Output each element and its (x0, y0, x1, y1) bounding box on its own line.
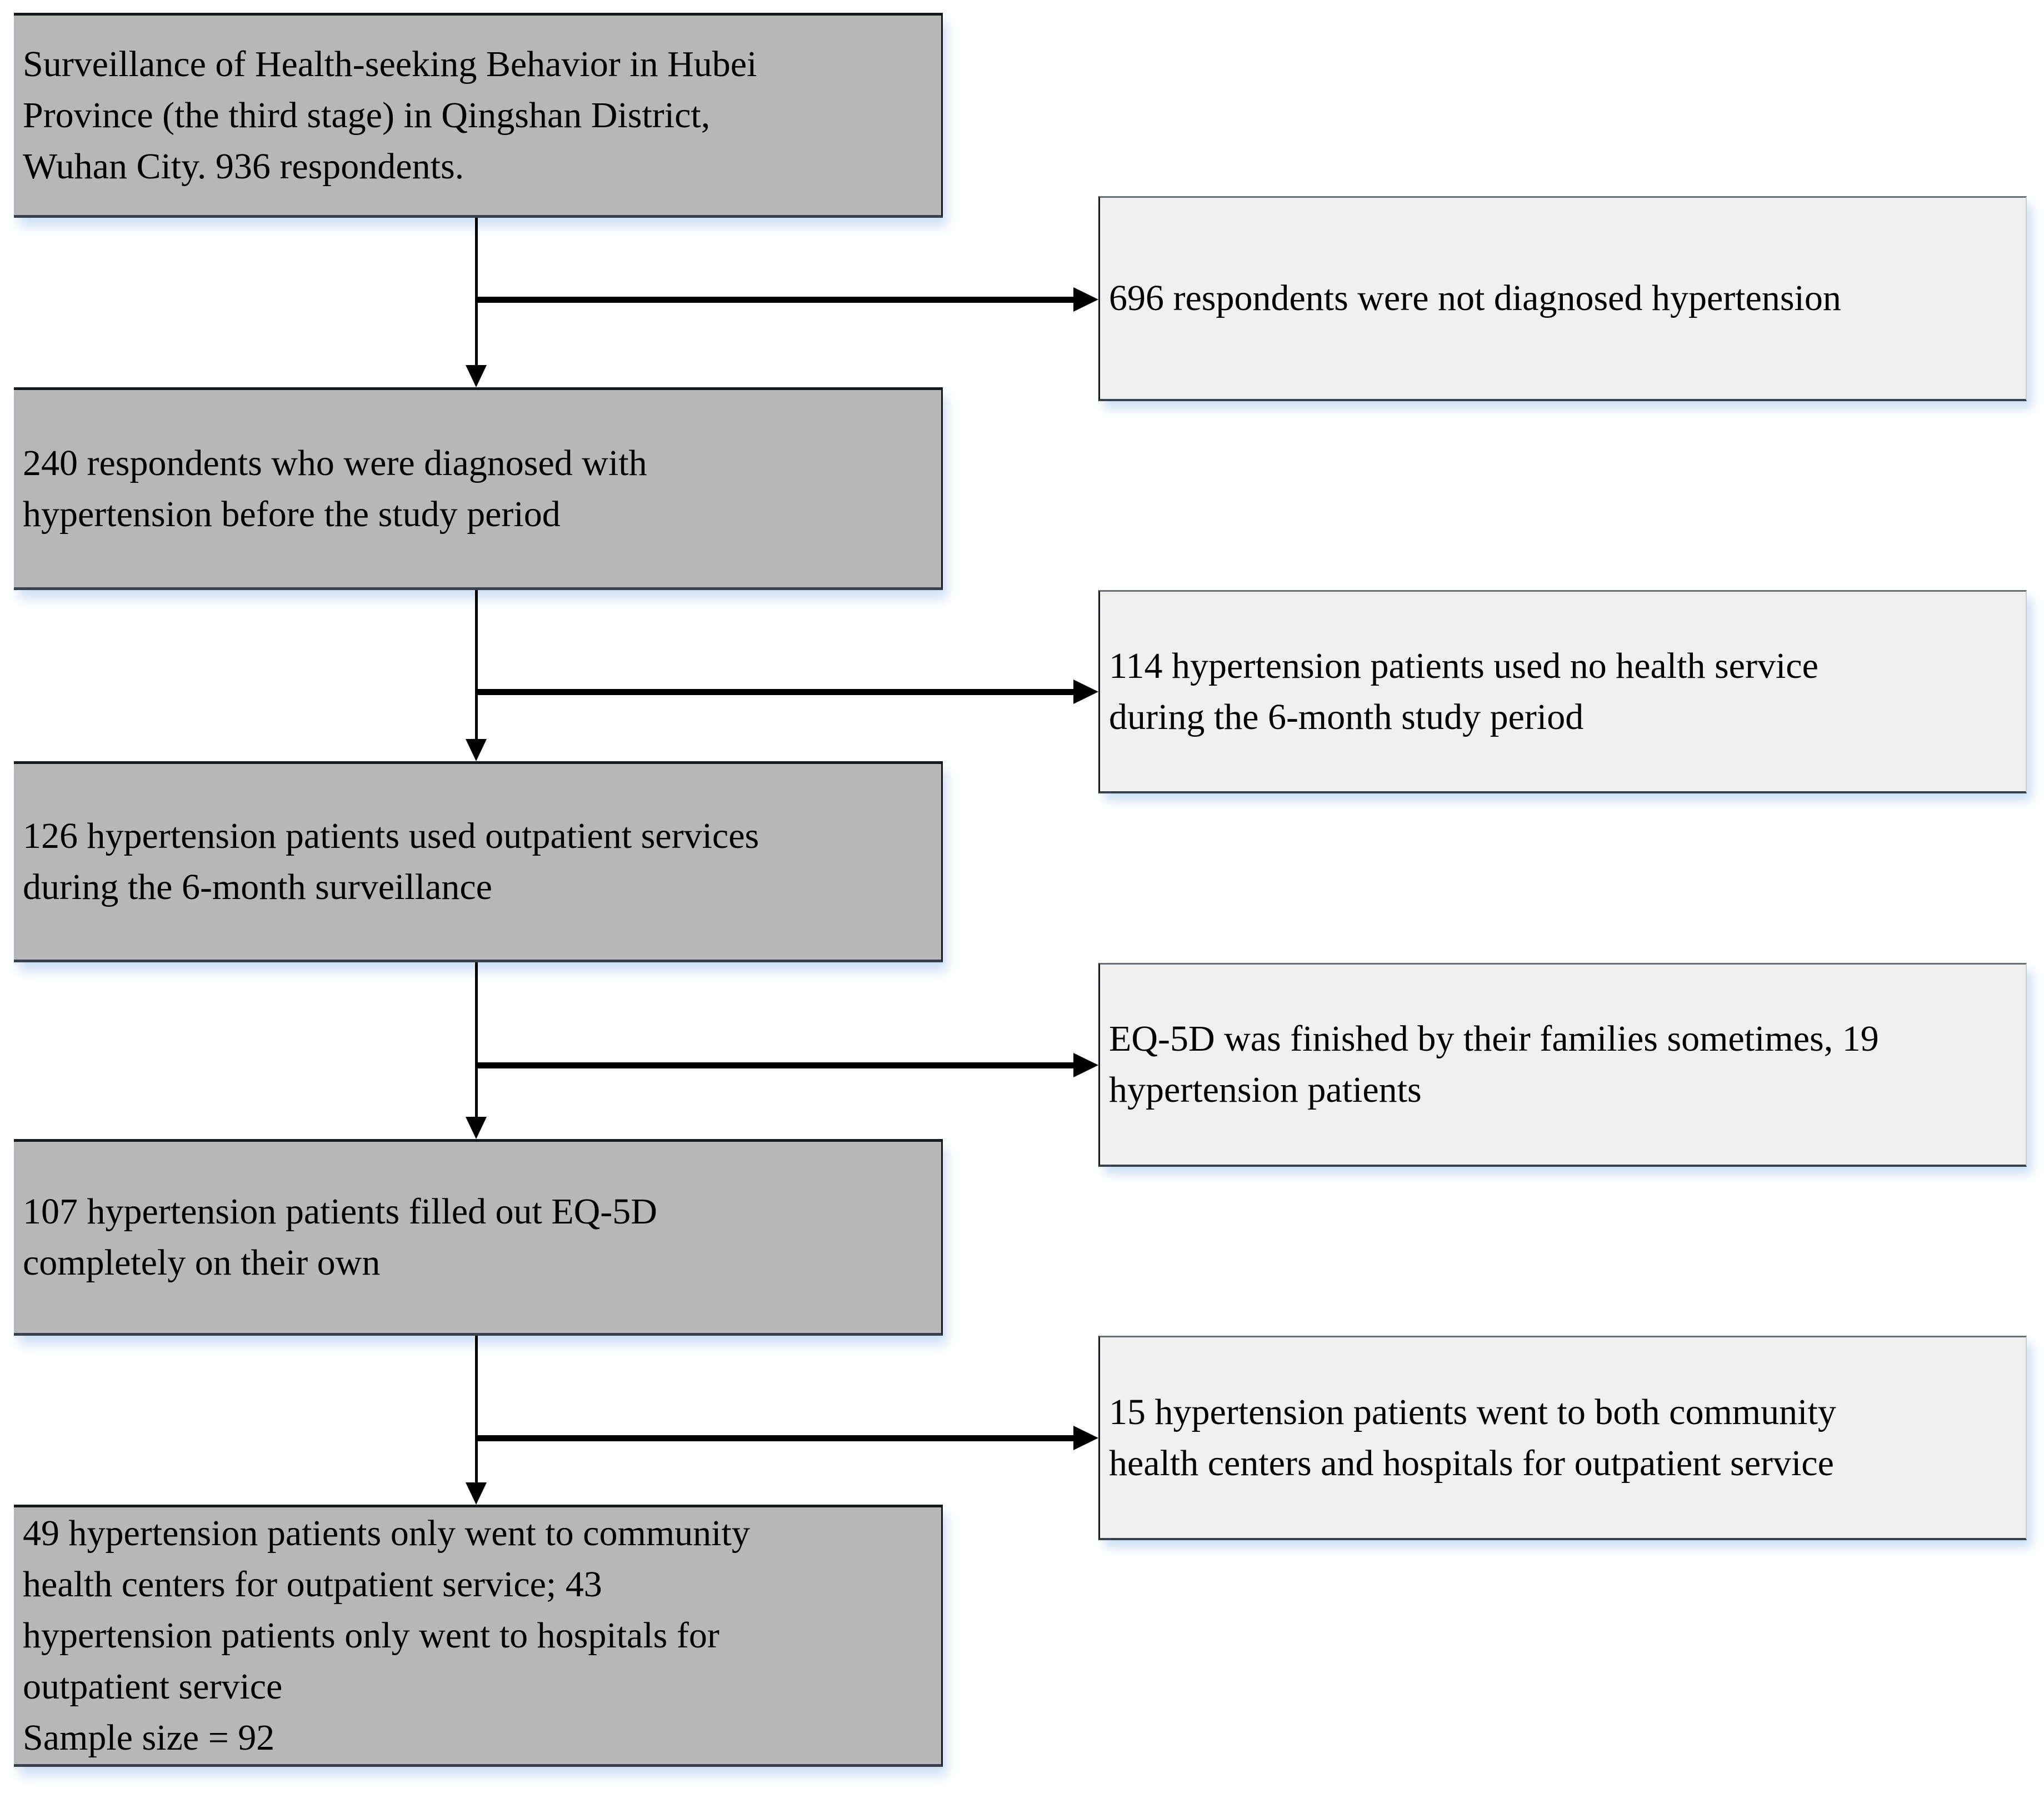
box-family-eq5d-19: EQ-5D was finished by their families som… (1098, 963, 2027, 1167)
right-arrowhead-icon (1073, 1426, 1098, 1450)
right-arrowhead-icon (1073, 287, 1098, 312)
box-no-service-114: 114 hypertension patients used no health… (1098, 590, 2027, 793)
box-excluded-696: 696 respondents were not diagnosed hyper… (1098, 196, 2027, 401)
down-arrowhead-icon (466, 365, 487, 387)
box-both-services-15: 15 hypertension patients went to both co… (1098, 1336, 2027, 1540)
down-arrowhead-icon (466, 739, 487, 761)
right-arrowhead-icon (1073, 680, 1098, 704)
down-arrow-line-3 (475, 962, 478, 1118)
box-surveillance-936: Surveillance of Health-seeking Behavior … (14, 13, 943, 218)
down-arrow-line-1 (475, 218, 478, 366)
box-outpatient-126: 126 hypertension patients used outpatien… (14, 761, 943, 962)
right-arrow-line-2 (475, 689, 1073, 695)
down-arrowhead-icon (466, 1117, 487, 1139)
down-arrow-line-2 (475, 590, 478, 740)
right-arrow-line-1 (475, 297, 1073, 303)
box-eq5d-107: 107 hypertension patients filled out EQ-… (14, 1139, 943, 1336)
right-arrow-line-3 (475, 1062, 1073, 1068)
box-diagnosed-240: 240 respondents who were diagnosed with … (14, 387, 943, 590)
box-final-sample-92: 49 hypertension patients only went to co… (14, 1505, 943, 1767)
down-arrowhead-icon (466, 1482, 487, 1505)
right-arrowhead-icon (1073, 1053, 1098, 1077)
right-arrow-line-4 (475, 1435, 1073, 1441)
down-arrow-line-4 (475, 1336, 478, 1484)
